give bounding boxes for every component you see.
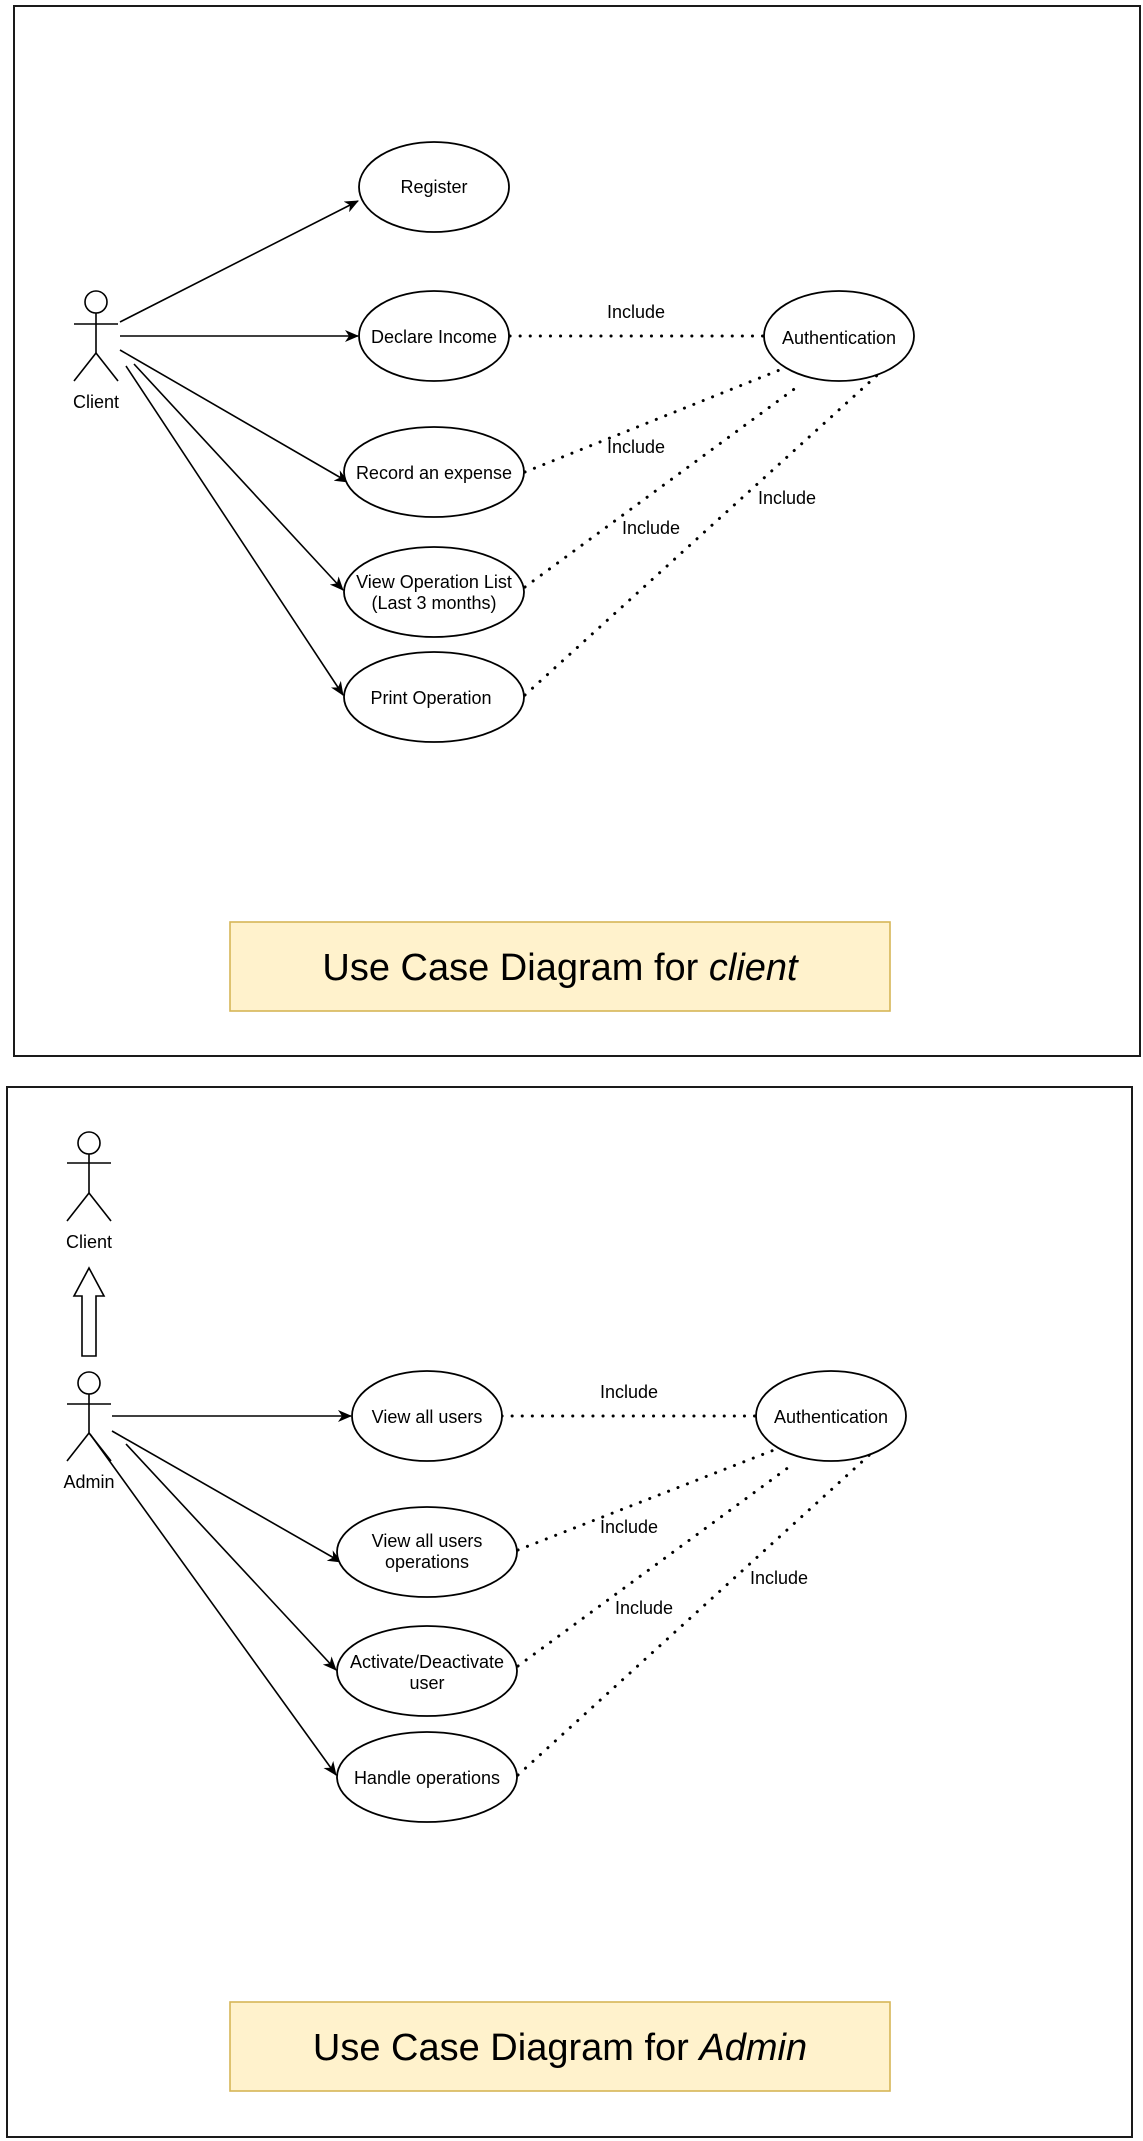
use-case-view-operation-list[interactable]: View Operation List (Last 3 months) [343, 546, 525, 638]
use-case-view-all-users[interactable]: View all users [351, 1370, 503, 1462]
stick-figure-icon [66, 1371, 112, 1462]
client-diagram-frame [13, 5, 1141, 1057]
use-case-label: user [409, 1673, 444, 1693]
association-record-expense [119, 349, 349, 483]
use-case-print-operation[interactable]: Print Operation [343, 651, 525, 743]
client-diagram: Client Register Declare Income Record an… [13, 5, 1141, 1057]
stick-figure-icon [66, 1131, 112, 1222]
include-label: Include [600, 1517, 658, 1537]
use-case-label: Declare Income [371, 327, 497, 347]
admin-actor-label: Admin [63, 1472, 114, 1492]
use-case-label: Activate/Deactivate [350, 1652, 504, 1672]
use-case-label: View Operation List [356, 572, 512, 592]
use-case-label: View all users [372, 1531, 483, 1551]
title-box [229, 921, 891, 1012]
use-case-authentication[interactable]: Authentication [763, 290, 915, 382]
use-case-label: Print Operation [370, 688, 491, 708]
admin-actor[interactable]: Admin [63, 1371, 115, 1492]
include-line [516, 1447, 878, 1777]
admin-diagram-title: Use Case Diagram for Admin [229, 2001, 891, 2092]
include-line [523, 367, 886, 697]
include-label: Include [750, 1568, 808, 1588]
generalization-arrow-icon [72, 1266, 106, 1357]
use-case-label: Record an expense [356, 463, 512, 483]
use-case-activate-deactivate-user[interactable]: Activate/Deactivate user [336, 1625, 518, 1717]
use-case-view-all-users-operations[interactable]: View all users operations [336, 1506, 518, 1598]
use-case-handle-operations[interactable]: Handle operations [336, 1731, 518, 1823]
include-label: Include [600, 1382, 658, 1402]
use-case-label: operations [385, 1552, 469, 1572]
client-diagram-title: Use Case Diagram for client [229, 921, 891, 1012]
client-actor-label: Client [73, 392, 119, 412]
use-case-label: (Last 3 months) [371, 593, 496, 613]
use-case-label: Authentication [774, 1407, 888, 1427]
include-label: Include [622, 518, 680, 538]
association-view-all-users-operations [111, 1430, 342, 1563]
use-case-label: Authentication [782, 328, 896, 348]
admin-diagram: Client Admin View all users [6, 1086, 1133, 2138]
include-label: Include [758, 488, 816, 508]
client-actor[interactable]: Client [73, 290, 119, 412]
use-case-authentication[interactable]: Authentication [755, 1370, 907, 1462]
include-line [523, 385, 799, 589]
page-title: Use Case Diagram for Admin [313, 2027, 807, 2069]
association-register [119, 200, 359, 323]
association-view-operation-list [133, 363, 344, 591]
parent-client-actor[interactable]: Client [66, 1131, 112, 1252]
association-print-operation [125, 365, 344, 696]
association-handle-operations [89, 1433, 337, 1776]
use-case-record-expense[interactable]: Record an expense [343, 426, 525, 518]
use-case-register[interactable]: Register [358, 141, 510, 233]
title-box [229, 2001, 891, 2092]
use-case-label: View all users [372, 1407, 483, 1427]
parent-client-actor-label: Client [66, 1232, 112, 1252]
page-title: Use Case Diagram for client [322, 947, 799, 989]
association-activate-deactivate-user [125, 1443, 337, 1671]
include-label: Include [615, 1598, 673, 1618]
use-case-declare-income[interactable]: Declare Income [358, 290, 510, 382]
include-label: Include [607, 437, 665, 457]
include-label: Include [607, 302, 665, 322]
stick-figure-icon [73, 290, 119, 382]
use-case-label: Register [400, 177, 467, 197]
include-line [516, 1465, 791, 1668]
use-case-label: Handle operations [354, 1768, 500, 1788]
admin-diagram-frame [6, 1086, 1133, 2138]
